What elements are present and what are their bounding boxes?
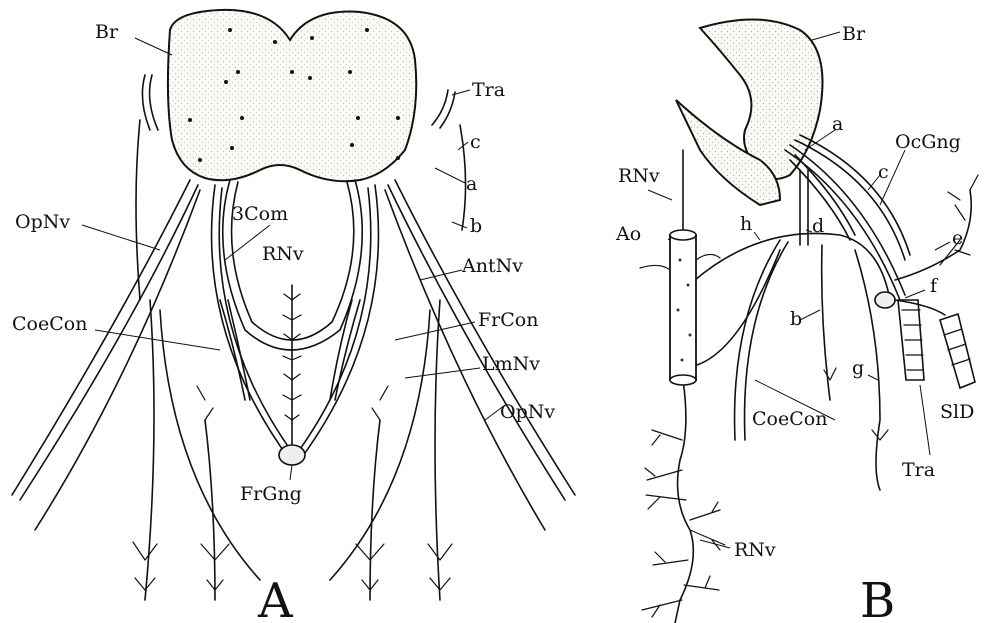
label-a-antnv: AntNv: [461, 255, 523, 277]
label-b-e: e: [952, 227, 963, 249]
label-a-b: b: [470, 215, 482, 237]
label-b-rnv-bottom: RNv: [734, 539, 776, 561]
label-a-rnv: RNv: [262, 243, 304, 265]
label-b-a: a: [832, 113, 843, 135]
label-a-a: a: [466, 173, 477, 195]
label-b-b: b: [790, 308, 802, 330]
label-a-opnv-right: OpNv: [500, 401, 555, 423]
label-b-tra: Tra: [902, 459, 935, 481]
label-a-c: c: [470, 131, 481, 153]
label-b-ocgng: OcGng: [895, 131, 961, 153]
label-a-tra: Tra: [472, 79, 505, 101]
panel-letter-a: A: [257, 573, 294, 623]
label-a-lmnv: LmNv: [482, 353, 540, 375]
label-b-sld: SlD: [940, 401, 974, 423]
label-b-f: f: [930, 275, 939, 297]
panel-letter-b: B: [860, 573, 895, 623]
panel-b-drawing: [640, 19, 978, 623]
label-a-coecon: CoeCon: [12, 313, 87, 335]
label-a-frcon: FrCon: [478, 309, 538, 331]
label-a-br: Br: [95, 21, 119, 43]
label-b-br: Br: [842, 23, 866, 45]
label-b-h: h: [740, 213, 752, 235]
label-b-coecon: CoeCon: [752, 408, 827, 430]
label-b-c: c: [878, 161, 889, 183]
label-b-rnv-top: RNv: [618, 165, 660, 187]
label-b-g: g: [852, 357, 864, 379]
label-a-frgng: FrGng: [240, 483, 302, 505]
label-a-3com: 3Com: [232, 203, 288, 225]
label-b-ao: Ao: [615, 223, 641, 245]
label-b-d: d: [812, 215, 824, 237]
label-a-opnv-left: OpNv: [15, 211, 70, 233]
